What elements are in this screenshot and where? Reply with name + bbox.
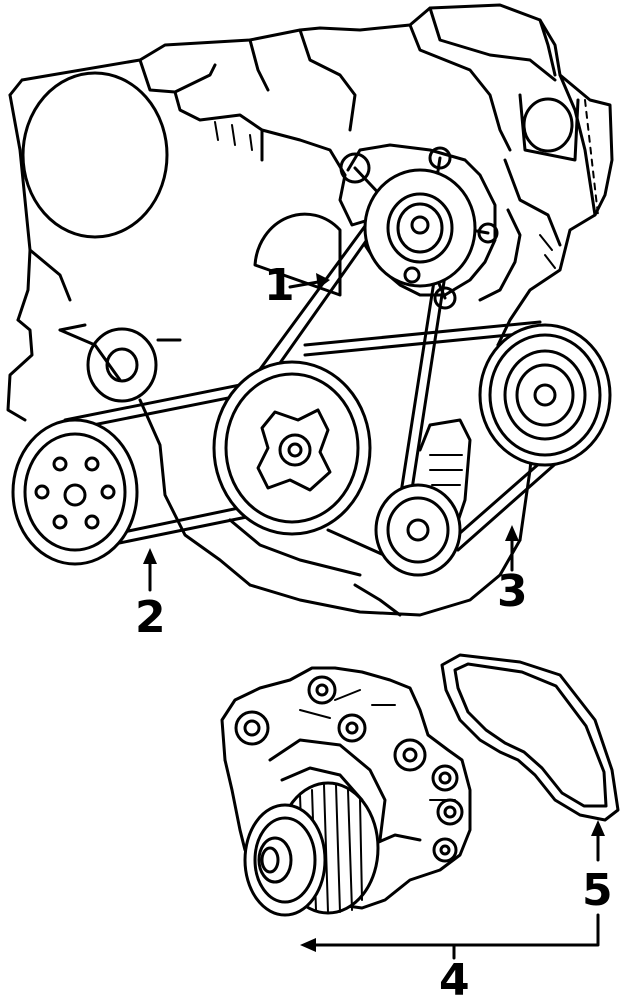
callout-leaders (143, 273, 605, 960)
upper-right-boss (518, 93, 580, 162)
pump-gasket (440, 653, 620, 822)
callout-1: 1 (264, 260, 295, 311)
left-pulley (11, 418, 139, 566)
idler-left (58, 323, 182, 403)
pump-sprocket (243, 781, 380, 917)
right-pulley (478, 323, 612, 467)
tensioner-pulley (374, 483, 462, 577)
cam-housing (21, 71, 169, 239)
center-boss (253, 212, 342, 297)
callout-5: 5 (582, 865, 613, 916)
callout-2: 2 (135, 592, 166, 643)
callout-3: 3 (497, 566, 528, 617)
callout-4: 4 (439, 955, 470, 1000)
top-pulley-assembly (339, 143, 499, 310)
crank-pulley (212, 360, 372, 536)
water-pump (220, 666, 472, 910)
